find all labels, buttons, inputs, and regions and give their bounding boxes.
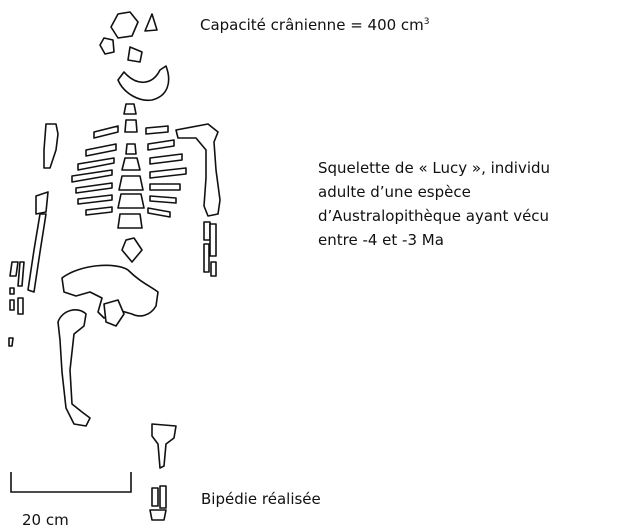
vertebrae xyxy=(118,104,144,262)
hand-bones xyxy=(9,288,23,346)
right-forearm xyxy=(204,222,216,276)
foot-bones xyxy=(150,486,166,520)
left-femur xyxy=(58,310,90,426)
description-line: d’Australopithèque ayant vécu xyxy=(318,204,550,228)
left-humerus xyxy=(44,124,58,168)
ribs-left xyxy=(72,126,118,215)
description-line: entre -4 et -3 Ma xyxy=(318,228,550,252)
description-line: Squelette de « Lucy », individu xyxy=(318,156,550,180)
skeleton-description: Squelette de « Lucy », individu adulte d… xyxy=(318,156,550,252)
ribs-right xyxy=(146,126,186,217)
skull-fragments xyxy=(100,12,157,62)
scale-bar-label: 20 cm xyxy=(22,510,69,530)
scale-bar xyxy=(11,472,131,492)
description-line: adulte d’une espèce xyxy=(318,180,550,204)
cranial-capacity-text: Capacité crânienne = 400 cm xyxy=(200,16,424,34)
tibia xyxy=(152,424,176,468)
mandible xyxy=(118,66,169,100)
cubic-exponent: 3 xyxy=(424,17,430,27)
bipedalism-label: Bipédie réalisée xyxy=(201,489,321,509)
left-forearm xyxy=(10,192,48,292)
cranial-capacity-label: Capacité crânienne = 400 cm3 xyxy=(200,15,430,35)
